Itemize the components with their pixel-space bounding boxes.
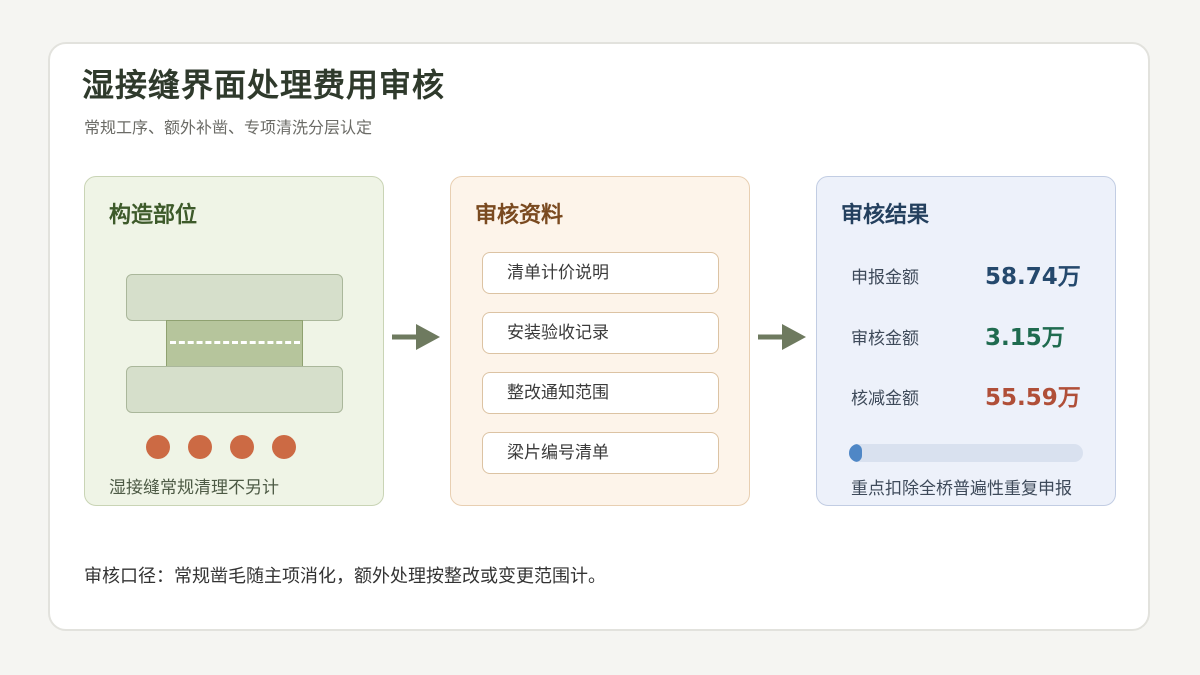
results-panel: 审核结果 申报金额 58.74万 审核金额 3.15万 核减金额 55.59万 … bbox=[816, 176, 1116, 506]
audit-criteria-footer: 审核口径：常规凿毛随主项消化，额外处理按整改或变更范围计。 bbox=[84, 566, 606, 587]
arrow-right-icon bbox=[758, 324, 806, 350]
structure-panel-title: 构造部位 bbox=[109, 203, 198, 228]
joint-interface-line bbox=[170, 341, 300, 344]
documents-panel-title: 审核资料 bbox=[475, 203, 564, 228]
results-note: 重点扣除全桥普遍性重复申报 bbox=[851, 479, 1072, 499]
documents-panel: 审核资料 清单计价说明 安装验收记录 整改通知范围 梁片编号清单 bbox=[450, 176, 750, 506]
approved-amount-value: 3.15万 bbox=[985, 325, 1065, 351]
approval-progress-fill bbox=[849, 444, 862, 462]
results-panel-title: 审核结果 bbox=[841, 203, 930, 228]
marker-dot bbox=[188, 435, 212, 459]
page-subtitle: 常规工序、额外补凿、专项清洗分层认定 bbox=[84, 118, 373, 137]
document-item: 整改通知范围 bbox=[482, 372, 719, 414]
document-item: 清单计价说明 bbox=[482, 252, 719, 294]
marker-dot bbox=[272, 435, 296, 459]
approved-amount-label: 审核金额 bbox=[851, 329, 919, 349]
document-item: 安装验收记录 bbox=[482, 312, 719, 354]
marker-dot bbox=[146, 435, 170, 459]
deducted-amount-value: 55.59万 bbox=[985, 385, 1081, 411]
declared-amount-value: 58.74万 bbox=[985, 264, 1081, 290]
approval-progress-bar bbox=[849, 444, 1083, 462]
page-title: 湿接缝界面处理费用审核 bbox=[82, 66, 446, 104]
upper-slab bbox=[126, 274, 343, 321]
declared-amount-label: 申报金额 bbox=[851, 268, 919, 288]
structure-note: 湿接缝常规清理不另计 bbox=[109, 478, 279, 498]
lower-slab bbox=[126, 366, 343, 413]
arrow-right-icon bbox=[392, 324, 440, 350]
structure-panel: 构造部位 湿接缝常规清理不另计 bbox=[84, 176, 384, 506]
deducted-amount-label: 核减金额 bbox=[851, 389, 919, 409]
marker-dot bbox=[230, 435, 254, 459]
document-item: 梁片编号清单 bbox=[482, 432, 719, 474]
